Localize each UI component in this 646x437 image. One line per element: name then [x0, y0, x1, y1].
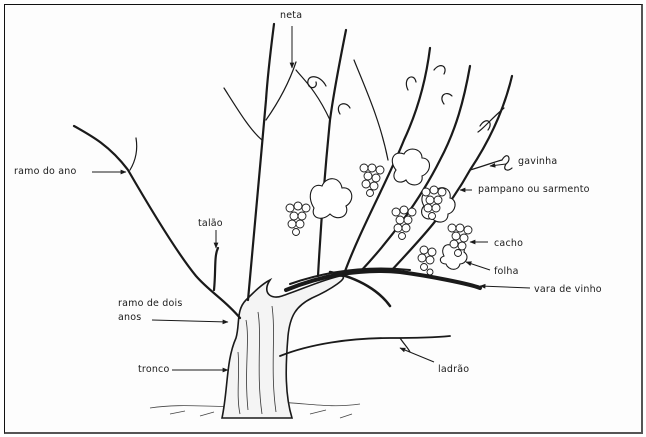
- label-gavinha: gavinha: [518, 156, 557, 167]
- labels: neta ramo do ano talão gavinha pampano o…: [14, 10, 602, 375]
- label-ramo-do-ano: ramo do ano: [14, 166, 77, 177]
- sucker-branch: [280, 336, 450, 356]
- label-vara-de-vinho: vara de vinho: [534, 284, 602, 295]
- trunk: [222, 276, 343, 418]
- label-anos: anos: [118, 312, 141, 323]
- grape-bunch-6: [418, 246, 436, 275]
- label-folha: folha: [494, 266, 519, 277]
- central-branches: [214, 24, 296, 300]
- label-ramo-de-dois: ramo de dois: [118, 298, 183, 309]
- label-ladrao: ladrão: [438, 364, 469, 375]
- grape-bunch-3: [392, 206, 416, 240]
- label-talao: talão: [198, 218, 223, 229]
- grape-bunch-1: [286, 202, 310, 236]
- label-cacho: cacho: [494, 238, 523, 249]
- label-tronco: tronco: [138, 364, 170, 375]
- label-neta: neta: [280, 10, 302, 21]
- label-pampano: pampano ou sarmento: [478, 184, 590, 195]
- leaves: [310, 149, 467, 269]
